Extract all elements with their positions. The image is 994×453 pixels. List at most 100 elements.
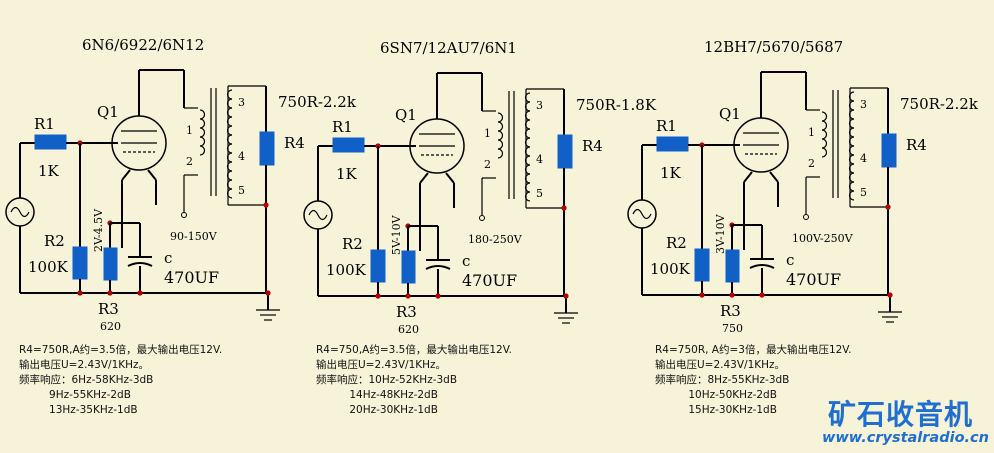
pin-label: 4 bbox=[238, 150, 245, 163]
junction-node bbox=[563, 293, 569, 299]
pin-label: 1 bbox=[808, 126, 815, 139]
junction-node bbox=[137, 290, 143, 296]
pin-label: 2 bbox=[186, 155, 193, 168]
r1-label: R1 bbox=[34, 115, 55, 133]
r1-label: R1 bbox=[332, 118, 353, 136]
cap-label: c bbox=[164, 249, 172, 267]
junction-node bbox=[561, 205, 567, 211]
junction-node bbox=[107, 290, 113, 296]
cap-label: c bbox=[786, 251, 794, 269]
supply-terminal bbox=[803, 214, 809, 220]
circuit-title: 6N6/6922/6N12 bbox=[82, 36, 204, 54]
wire bbox=[445, 172, 455, 184]
pin-label: 5 bbox=[536, 187, 543, 200]
pin-label: 1 bbox=[186, 124, 193, 137]
r2-value: 100K bbox=[650, 260, 691, 278]
junction-node bbox=[375, 293, 381, 299]
pin-label: 2 bbox=[484, 158, 491, 171]
notes-circuit-2: R4=750,A约=3.5倍，最大输出电压12V. 输出电压U=2.43V/1K… bbox=[316, 344, 512, 416]
r4-label: R4 bbox=[582, 137, 603, 155]
r1-resistor bbox=[34, 134, 67, 150]
r3-label: R3 bbox=[720, 302, 741, 320]
r2-label: R2 bbox=[44, 232, 65, 250]
supply-terminal bbox=[479, 215, 485, 221]
r3-resistor bbox=[103, 247, 118, 281]
brand-name: 矿石收音机 bbox=[828, 398, 974, 431]
cap-label: c bbox=[462, 252, 470, 270]
wire bbox=[419, 172, 429, 184]
supply-terminal bbox=[181, 212, 187, 218]
wire bbox=[121, 169, 131, 181]
r1-label: R1 bbox=[656, 117, 677, 135]
capacitor-plate-curved bbox=[127, 262, 153, 267]
r4-label: R4 bbox=[284, 134, 305, 152]
q1-label: Q1 bbox=[395, 106, 417, 124]
brand-url[interactable]: www.crystalradio.cn bbox=[822, 430, 989, 446]
r3-label: R3 bbox=[396, 303, 417, 321]
ratio-label: 750R-2.2k bbox=[900, 95, 979, 113]
r3-label: R3 bbox=[98, 300, 119, 318]
junction-node bbox=[77, 290, 83, 296]
ratio-label: 750R-1.8K bbox=[576, 96, 657, 114]
supply-voltage: 100V-250V bbox=[792, 232, 854, 245]
wire bbox=[147, 169, 157, 181]
cap-value: 470UF bbox=[164, 268, 219, 287]
r3-resistor bbox=[401, 250, 416, 284]
junction-node bbox=[265, 290, 271, 296]
wire bbox=[743, 171, 753, 183]
r3-value: 620 bbox=[398, 323, 419, 336]
transformer-secondary-coil bbox=[226, 89, 233, 199]
bias-voltage: 5V-10V bbox=[390, 214, 403, 255]
r3-resistor bbox=[725, 249, 740, 283]
cap-value: 470UF bbox=[462, 271, 517, 290]
junction-node bbox=[435, 293, 441, 299]
pin-label: 4 bbox=[860, 152, 867, 165]
r2-resistor bbox=[694, 248, 710, 282]
pin-label: 1 bbox=[484, 127, 491, 140]
circuit-title: 6SN7/12AU7/6N1 bbox=[380, 39, 517, 57]
wire bbox=[769, 171, 779, 183]
cap-value: 470UF bbox=[786, 270, 841, 289]
notes-circuit-3: R4=750R, A约=3倍，最大输出电压12V. 输出电压U=2.43V/1K… bbox=[655, 344, 852, 416]
r4-resistor bbox=[881, 133, 897, 168]
r2-value: 100K bbox=[28, 258, 69, 276]
r2-label: R2 bbox=[666, 234, 687, 252]
pin-label: 5 bbox=[238, 184, 245, 197]
supply-voltage: 180-250V bbox=[468, 233, 523, 246]
junction-node bbox=[699, 292, 705, 298]
supply-voltage: 90-150V bbox=[170, 230, 218, 243]
junction-node bbox=[405, 293, 411, 299]
r2-resistor bbox=[72, 246, 88, 280]
transformer-secondary-coil bbox=[848, 91, 855, 201]
q1-label: Q1 bbox=[719, 105, 741, 123]
r1-value: 1K bbox=[660, 164, 682, 182]
circuit-title: 12BH7/5670/5687 bbox=[704, 38, 843, 56]
pin-label: 3 bbox=[860, 98, 867, 111]
capacitor-plate-curved bbox=[749, 264, 775, 269]
r3-value: 620 bbox=[100, 320, 121, 333]
pin-label: 3 bbox=[536, 99, 543, 112]
r1-value: 1K bbox=[38, 162, 60, 180]
transformer-primary-coil bbox=[199, 109, 206, 156]
pin-label: 5 bbox=[860, 186, 867, 199]
sine-wave-icon bbox=[632, 208, 652, 220]
r2-value: 100K bbox=[326, 261, 367, 279]
r2-label: R2 bbox=[342, 235, 363, 253]
junction-node bbox=[887, 292, 893, 298]
q1-label: Q1 bbox=[97, 103, 119, 121]
junction-node bbox=[729, 292, 735, 298]
junction-node bbox=[263, 202, 269, 208]
junction-node bbox=[885, 204, 891, 210]
bias-voltage: 3V-10V bbox=[714, 213, 727, 254]
r1-resistor bbox=[332, 137, 365, 153]
circuit-1: 6N6/6922/6N12R11KR2100KQ12V-4.5Vc470UFR3… bbox=[5, 36, 357, 333]
notes-circuit-1: R4=750R,A约=3.5倍，最大输出电压12V. 输出电压U=2.43V/1… bbox=[19, 344, 223, 416]
transformer-primary-coil bbox=[821, 111, 828, 158]
junction-node bbox=[759, 292, 765, 298]
r4-resistor bbox=[259, 131, 275, 166]
r1-resistor bbox=[656, 136, 689, 152]
r2-resistor bbox=[370, 249, 386, 283]
